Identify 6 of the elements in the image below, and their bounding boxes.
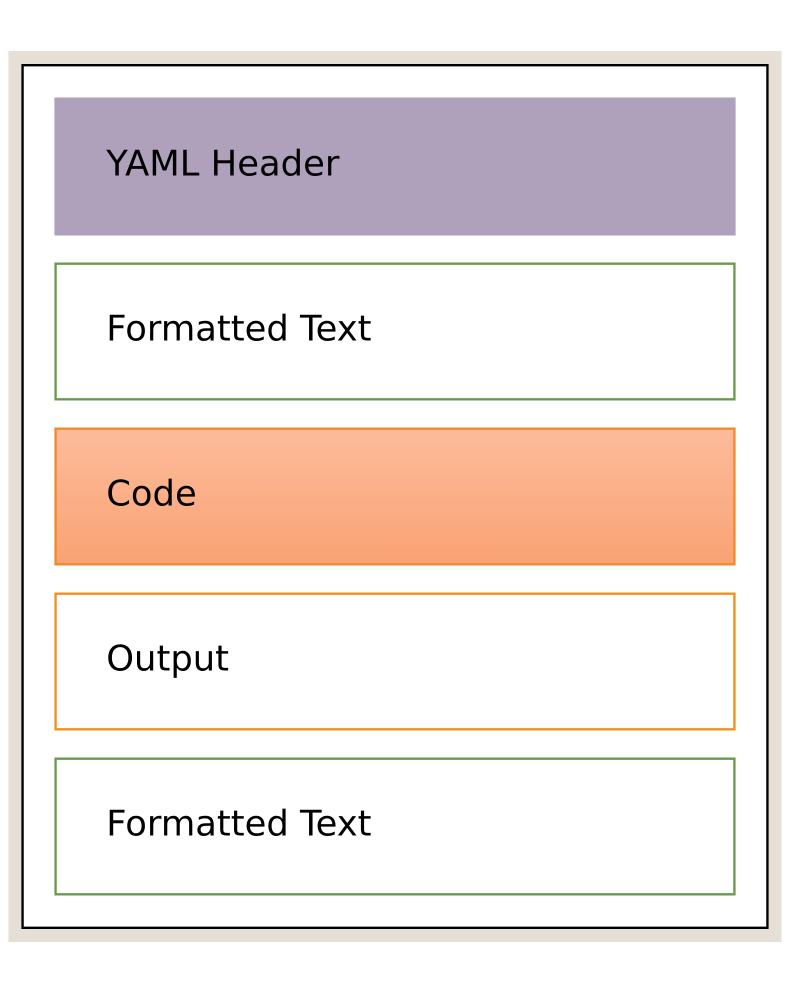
cluster <box>21 63 769 929</box>
node-box: Code <box>54 427 736 565</box>
node-box: YAML Header <box>54 97 736 235</box>
node-box: Formatted Text <box>54 757 736 895</box>
node-box: Formatted Text <box>54 262 736 400</box>
node-box: Output <box>54 592 736 730</box>
